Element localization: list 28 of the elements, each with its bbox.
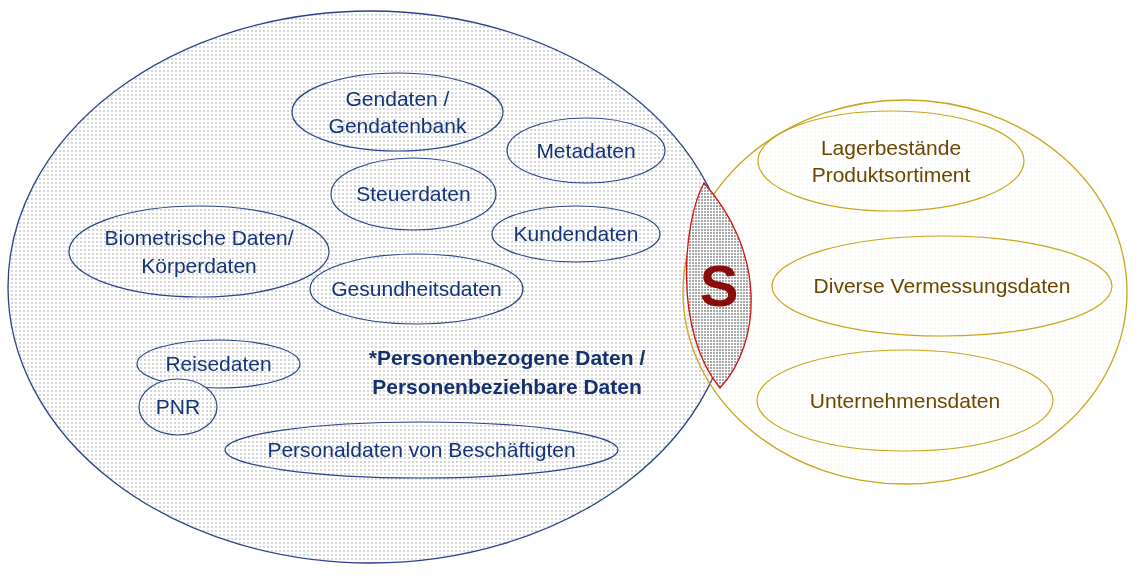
small-ellipse [224,421,619,479]
small-ellipse [757,110,1025,212]
lens-letter: S [699,252,739,321]
small-ellipse [138,378,218,436]
large-ellipse [682,99,1128,485]
ellipse-label: Kundendaten [513,221,639,248]
small-ellipse [330,157,497,231]
small-ellipse [68,205,330,298]
small-ellipse [756,349,1054,452]
ellipse-label: Gendaten / Gendatenbank [327,85,468,139]
small-ellipse [491,205,661,263]
small-ellipse [506,117,666,184]
small-ellipse [291,72,504,152]
small-ellipse [136,339,301,389]
ellipse-label: Biometrische Daten/ Körperdaten [103,225,295,279]
ellipse-label: PNR [155,394,201,421]
ellipse-label: Metadaten [536,137,636,164]
ellipse-label: Reisedaten [165,351,272,378]
group-heading: *Personenbezogene Daten / Personenbeziehbare Daten [367,345,647,401]
ellipse-label: Gesundheitsdaten [331,276,502,303]
ellipse-label: Unternehmensdaten [809,387,1001,414]
lens-shape [683,181,755,391]
small-ellipse [309,253,524,325]
ellipse-label: Steuerdaten [356,181,471,208]
ellipse-label: Personaldaten von Beschäftigten [267,437,576,464]
ellipse-label: Diverse Vermessungsdaten [813,273,1071,300]
small-ellipse [771,235,1113,337]
ellipse-label: Lagerbestände Produktsortiment [810,134,972,188]
